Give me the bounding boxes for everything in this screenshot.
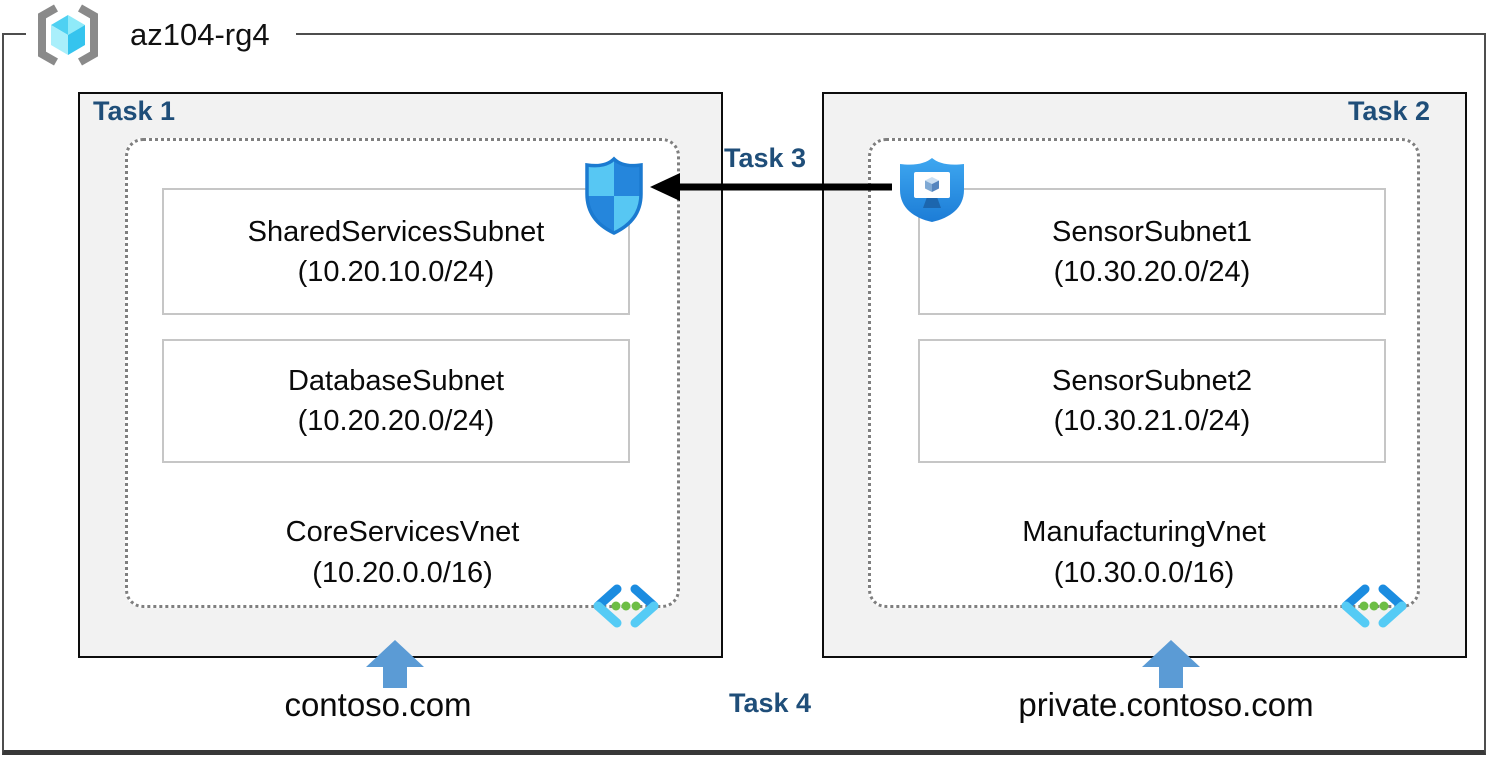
virtual-network-icon xyxy=(1338,584,1410,628)
resource-group-frame xyxy=(2,33,1486,755)
dns-up-arrow-icon xyxy=(1142,640,1200,688)
subnet-name: SensorSubnet1 xyxy=(1052,215,1252,248)
peering-arrow-icon xyxy=(648,168,898,206)
dns-up-arrow-icon xyxy=(366,640,424,688)
contoso-dns-label: contoso.com xyxy=(284,686,472,723)
resource-group-header: az104-rg4 xyxy=(26,2,296,68)
task1-label: Task 1 xyxy=(93,96,176,126)
task4-label: Task 4 xyxy=(728,688,812,718)
sensor-subnet1-box: SensorSubnet1 (10.30.20.0/24) xyxy=(918,188,1386,315)
task3-label: Task 3 xyxy=(723,143,807,173)
subnet-cidr: (10.20.10.0/24) xyxy=(297,255,495,288)
shared-services-subnet-box: SharedServicesSubnet (10.20.10.0/24) xyxy=(162,188,630,315)
vnet-cidr: (10.20.0.0/16) xyxy=(312,557,493,589)
private-contoso-dns-label: private.contoso.com xyxy=(1018,686,1314,723)
core-services-vnet-label: CoreServicesVnet (10.20.0.0/16) xyxy=(125,512,680,594)
subnet-cidr: (10.20.20.0/24) xyxy=(297,405,495,437)
resource-group-name: az104-rg4 xyxy=(130,17,270,52)
bastion-icon xyxy=(896,156,968,224)
vnet-name: CoreServicesVnet xyxy=(285,516,520,548)
subnet-name: SharedServicesSubnet xyxy=(247,215,545,248)
vnet-cidr: (10.30.0.0/16) xyxy=(1053,557,1235,589)
vnet-name: ManufacturingVnet xyxy=(1022,516,1266,548)
task2-label: Task 2 xyxy=(1347,96,1430,126)
network-security-group-icon xyxy=(584,156,644,236)
manufacturing-vnet-label: ManufacturingVnet (10.30.0.0/16) xyxy=(868,512,1420,594)
database-subnet-box: DatabaseSubnet (10.20.20.0/24) xyxy=(162,339,630,463)
subnet-cidr: (10.30.20.0/24) xyxy=(1053,255,1251,288)
sensor-subnet2-box: SensorSubnet2 (10.30.21.0/24) xyxy=(918,339,1386,463)
subnet-cidr: (10.30.21.0/24) xyxy=(1053,405,1251,437)
subnet-name: SensorSubnet2 xyxy=(1052,365,1252,397)
subnet-name: DatabaseSubnet xyxy=(287,365,505,397)
virtual-network-icon xyxy=(590,584,662,628)
resource-group-icon xyxy=(30,3,106,67)
